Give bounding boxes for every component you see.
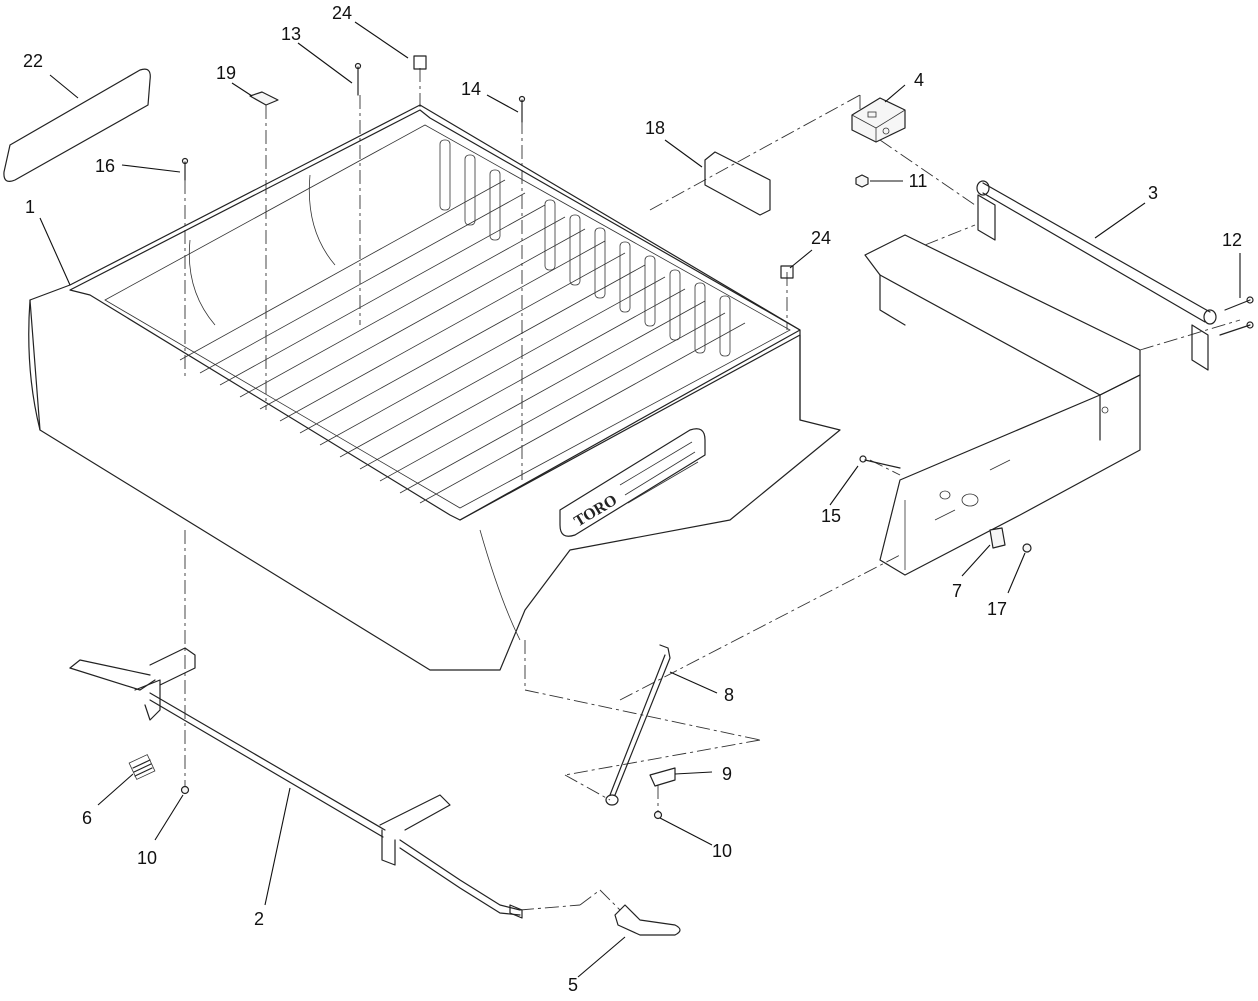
spacer-7 [989,527,1006,549]
callout-17: 17 [987,599,1007,619]
spring-6 [128,754,156,780]
bracket-4 [851,97,906,143]
cargo-bed: TORO [28,104,841,671]
link-rod-8 [605,644,671,806]
callout-14: 14 [461,79,481,99]
nut-10-right [653,810,663,820]
callout-3: 3 [1148,183,1158,203]
decal-18 [704,151,771,216]
callout-4: 4 [914,70,924,90]
logo-plate: TORO [559,428,706,537]
nut-17 [1022,543,1032,553]
frame-3 [864,234,1141,576]
nut-10-left [180,785,190,795]
callout-11: 11 [909,171,928,191]
bracket-9 [649,767,676,787]
clip-19 [249,91,279,106]
pin-14 [518,95,526,123]
pad-24-top [413,55,427,70]
callout-2: 2 [254,909,264,929]
bed-floor-ribs [179,179,746,504]
callout-10-right: 10 [712,841,732,861]
callout-15: 15 [821,506,841,526]
callout-leaders [39,21,1241,978]
callout-13: 13 [281,24,301,44]
nut-11 [855,174,869,188]
callout-labels: 1 2 3 4 5 6 7 8 9 10 10 11 12 13 14 15 1… [23,3,1242,995]
bolts-12 [1219,296,1254,336]
tailgate-ribs [439,139,731,357]
callout-1: 1 [25,197,35,217]
diamond-plate-pattern [619,441,699,504]
callout-5: 5 [568,975,578,995]
bolt-15 [859,455,901,469]
assembly-lines [184,68,1241,911]
callout-19: 19 [216,63,236,83]
handle-grip-5 [614,904,681,936]
callout-24-right: 24 [811,228,831,248]
callout-7: 7 [952,581,962,601]
callout-9: 9 [722,764,732,784]
callout-10-left: 10 [137,848,157,868]
pin-16 [181,157,189,181]
callout-6: 6 [82,808,92,828]
pad-24-right [780,265,794,279]
callout-24-top: 24 [332,3,352,23]
callout-8: 8 [724,685,734,705]
pivot-rod-3 [976,180,1217,371]
pin-13 [354,62,362,96]
callout-18: 18 [645,118,665,138]
decal-22 [3,68,151,182]
latch-rod-2 [69,647,523,919]
callout-22: 22 [23,51,43,71]
callout-12: 12 [1222,230,1242,250]
callout-16: 16 [95,156,115,176]
